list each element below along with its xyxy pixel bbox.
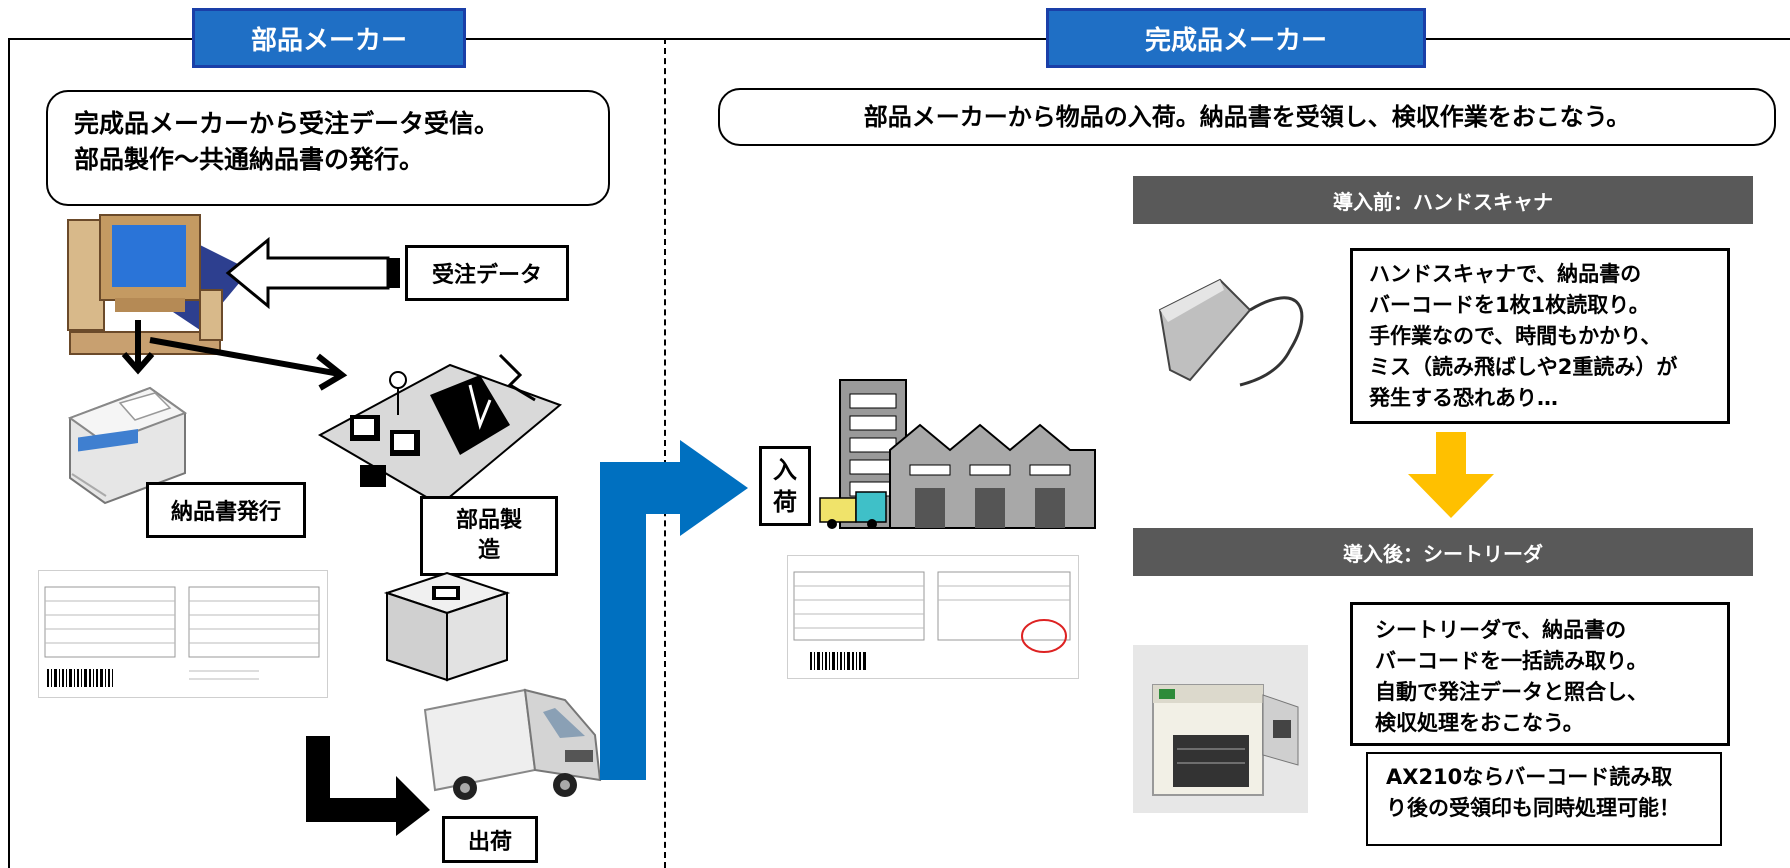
after-bar: 導入後：シートリーダ xyxy=(1133,528,1753,576)
order-data-label: 受注データ xyxy=(405,245,569,301)
parts-manufacturing-label-line-1: 部品製 xyxy=(455,508,522,533)
manufacturing-icon xyxy=(317,353,562,507)
after-line-4: 検収処理をおこなう。 xyxy=(1375,711,1584,735)
after-note-line-2: り後の受領印も同時処理可能！ xyxy=(1386,796,1680,820)
before-line-2: バーコードを1枚1枚読取り。 xyxy=(1369,293,1650,317)
right-intro-text: 部品メーカーから物品の入荷。納品書を受領し、検収作業をおこなう。 xyxy=(863,103,1631,131)
printer-icon xyxy=(67,386,188,505)
parts-manufacturing-label: 部品製 造 xyxy=(420,496,558,576)
arrival-label-line-1: 入 xyxy=(773,456,797,484)
arrival-label: 入 荷 xyxy=(759,446,811,526)
to-shipping-arrow xyxy=(306,736,430,836)
before-to-after-arrow xyxy=(1408,432,1494,518)
panel-divider xyxy=(664,38,666,868)
after-note-line-1: AX210ならバーコード読み取 xyxy=(1386,765,1673,789)
after-line-1: シートリーダで、納品書の xyxy=(1375,618,1627,642)
sheet-reader-photo xyxy=(1133,645,1308,813)
computer-to-factory-arrow xyxy=(149,337,348,391)
left-intro-bubble: 完成品メーカーから受注データ受信。 部品製作～共通納品書の発行。 xyxy=(46,90,610,206)
before-bar: 導入前：ハンドスキャナ xyxy=(1133,176,1753,224)
incoming-order-arrow xyxy=(225,236,400,310)
invoice-issue-label: 納品書発行 xyxy=(146,482,306,538)
warehouse-icon xyxy=(819,379,1096,529)
after-line-2: バーコードを一括読み取り。 xyxy=(1375,649,1648,673)
arrival-label-line-2: 荷 xyxy=(773,488,797,516)
after-description: シートリーダで、納品書の バーコードを一括読み取り。 自動で発注データと照合し、… xyxy=(1350,602,1730,746)
after-line-3: 自動で発注データと照合し、 xyxy=(1375,680,1648,704)
after-note: AX210ならバーコード読み取 り後の受領印も同時処理可能！ xyxy=(1366,752,1722,846)
flow-arrow xyxy=(600,440,748,780)
before-line-5: 発生する恐れあり… xyxy=(1369,386,1558,410)
left-intro-line-2: 部品製作～共通納品書の発行。 xyxy=(74,145,425,174)
before-description: ハンドスキャナで、納品書の バーコードを1枚1枚読取り。 手作業なので、時間もか… xyxy=(1350,248,1730,424)
before-line-3: 手作業なので、時間もかかり、 xyxy=(1369,324,1662,348)
delivery-slip-graphic xyxy=(44,586,320,687)
right-header: 完成品メーカー xyxy=(1046,8,1426,68)
parts-manufacturing-label-line-2: 造 xyxy=(477,538,500,563)
computer-to-printer-arrow xyxy=(121,320,155,375)
left-delivery-slip xyxy=(38,570,328,698)
shipping-label: 出荷 xyxy=(442,816,538,863)
package-box-icon xyxy=(383,571,511,682)
delivery-slip-graphic xyxy=(793,571,1071,670)
before-line-1: ハンドスキャナで、納品書の xyxy=(1369,262,1642,286)
left-intro-line-1: 完成品メーカーから受注データ受信。 xyxy=(74,109,500,138)
right-delivery-slip xyxy=(787,555,1079,679)
sheet-reader-icon xyxy=(1152,684,1299,796)
computer-icon xyxy=(67,214,250,355)
hand-scanner-icon xyxy=(1158,278,1304,387)
before-line-4: ミス（読み飛ばしや2重読み）が xyxy=(1369,355,1678,379)
right-intro-bubble: 部品メーカーから物品の入荷。納品書を受領し、検収作業をおこなう。 xyxy=(718,88,1776,146)
truck-icon xyxy=(423,688,602,800)
left-header: 部品メーカー xyxy=(192,8,466,68)
